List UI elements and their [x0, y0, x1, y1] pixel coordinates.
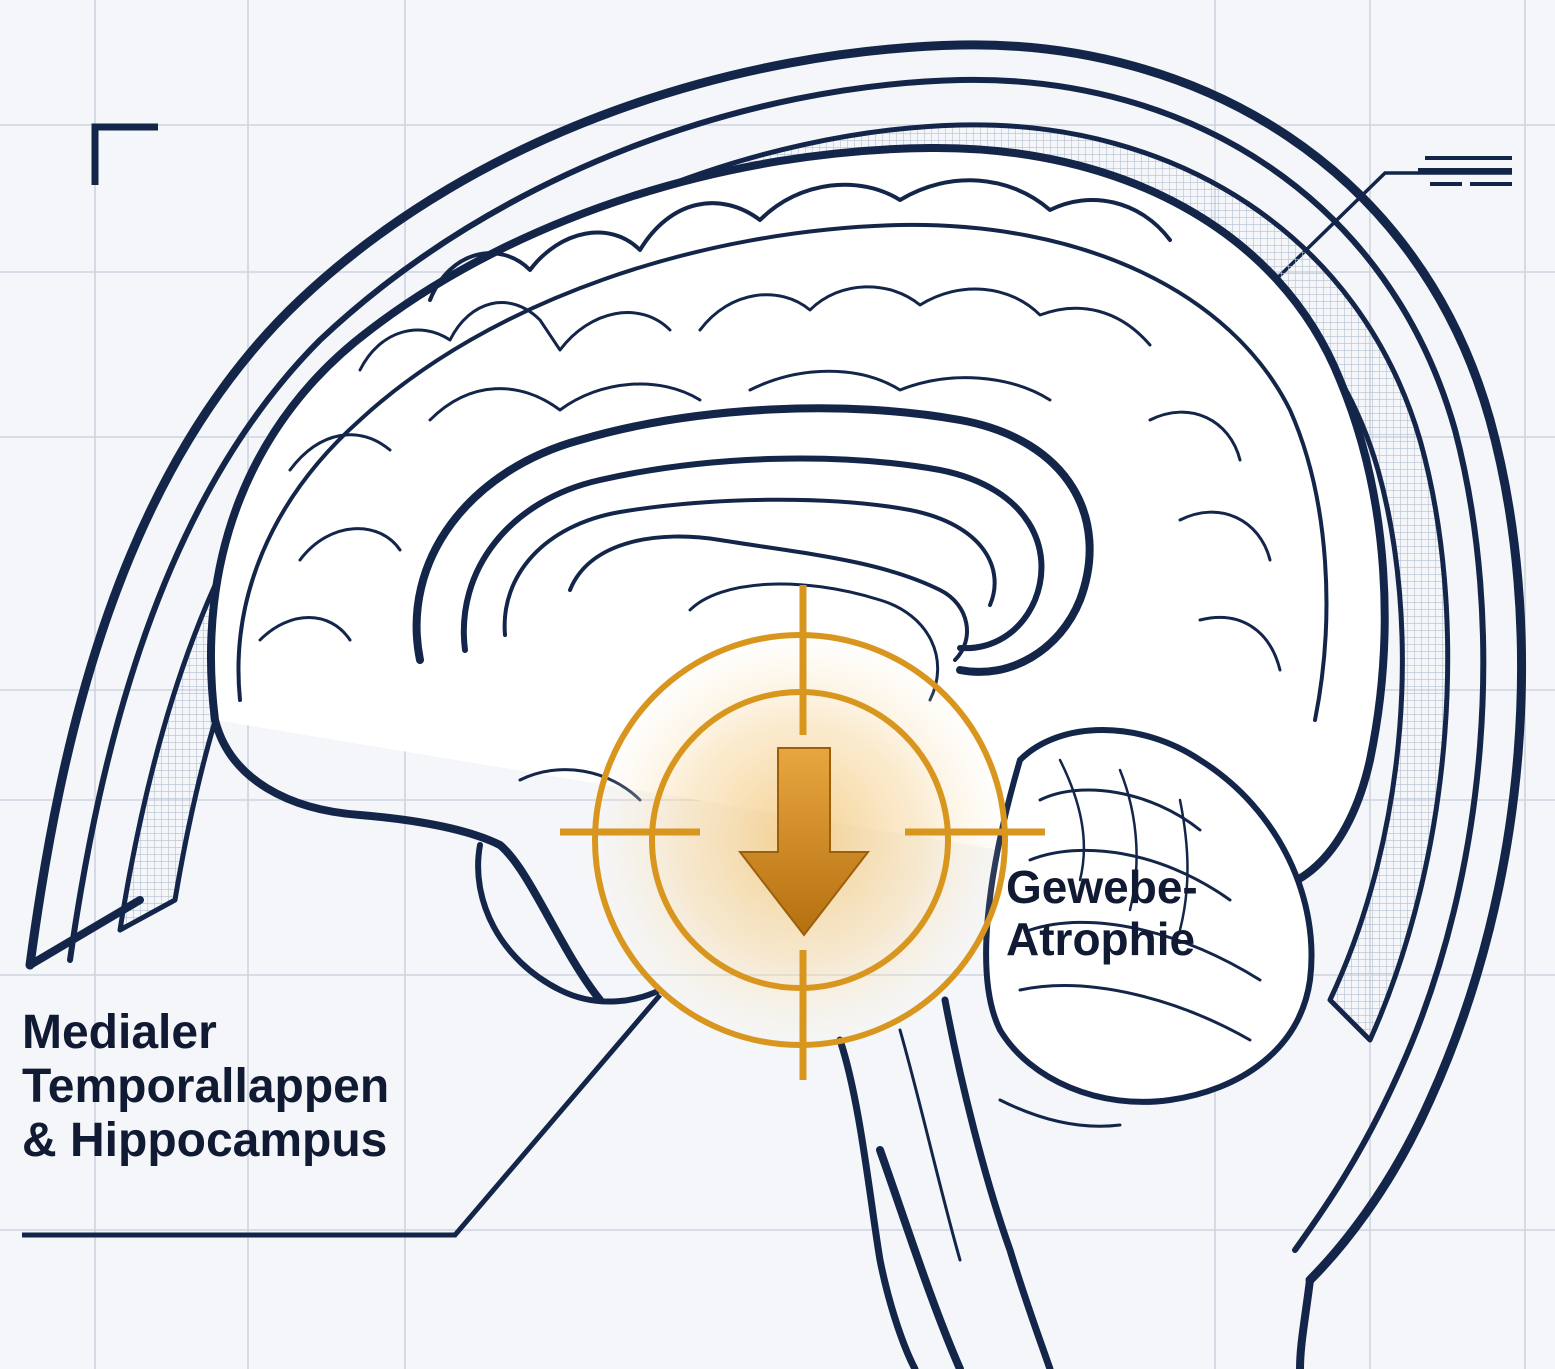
region-label: Medialer Temporallappen & Hippocampus	[22, 1006, 389, 1167]
region-label-line-3: & Hippocampus	[22, 1114, 389, 1168]
region-label-line-2: Temporallappen	[22, 1060, 389, 1114]
region-label-line-1: Medialer	[22, 1006, 389, 1060]
effect-label-line-2: Atrophie	[1006, 914, 1198, 966]
corner-bracket-icon	[95, 127, 158, 185]
effect-label-line-1: Gewebe-	[1006, 862, 1198, 914]
effect-label: Gewebe- Atrophie	[1006, 862, 1198, 966]
